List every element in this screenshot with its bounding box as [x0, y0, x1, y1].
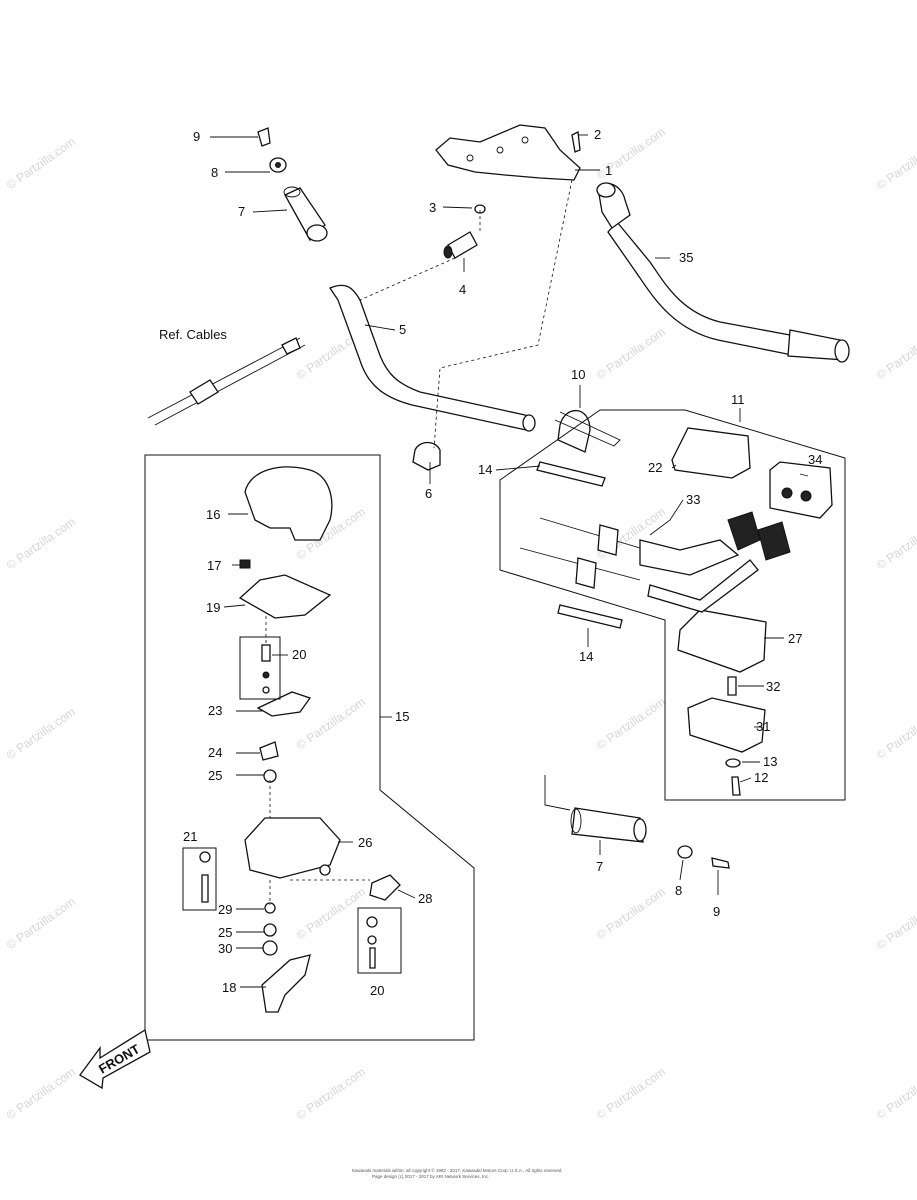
callout-35: 35: [679, 250, 693, 265]
callout-18: 18: [222, 980, 236, 995]
watermark: © Partzilla.com: [594, 695, 668, 753]
callout-31: 31: [756, 719, 770, 734]
footer-design: Page design (c) 2017 - 2017 by ARI Netwo…: [372, 1174, 489, 1179]
wire-harness-part: [519, 511, 791, 613]
small-hardware: [257, 127, 730, 869]
callout-25-bottom: 25: [218, 925, 232, 940]
handlebar-part: [329, 221, 793, 432]
callout-7-top: 7: [238, 204, 245, 219]
callout-25-top: 25: [208, 768, 222, 783]
callout-14-top: 14: [478, 462, 492, 477]
watermark: © Partzilla.com: [4, 705, 78, 763]
callout-17: 17: [207, 558, 221, 573]
callout-3: 3: [429, 200, 436, 215]
callout-20-top: 20: [292, 647, 306, 662]
watermark: © Partzilla.com: [594, 1065, 668, 1123]
watermark: © Partzilla.com: [294, 885, 368, 943]
callout-5: 5: [399, 322, 406, 337]
callout-13: 13: [763, 754, 777, 769]
callout-leader-lines: [210, 134, 809, 988]
callout-8-top: 8: [211, 165, 218, 180]
callout-29: 29: [218, 902, 232, 917]
watermark: © Partzilla.com: [874, 515, 917, 573]
footer: Kawasaki materials within: all copyright…: [352, 1167, 563, 1179]
callout-33: 33: [686, 492, 700, 507]
watermark: © Partzilla.com: [874, 1065, 917, 1123]
callout-12: 12: [754, 770, 768, 785]
callout-16: 16: [206, 507, 220, 522]
front-arrow: FRONT: [79, 1028, 151, 1090]
watermark: © Partzilla.com: [4, 135, 78, 193]
watermark: © Partzilla.com: [4, 515, 78, 573]
watermark: © Partzilla.com: [4, 895, 78, 953]
ref-cables-part: [147, 337, 306, 426]
callout-11: 11: [731, 392, 745, 407]
watermark: © Partzilla.com: [874, 895, 917, 953]
throttle-assembly-parts: [199, 466, 401, 1013]
callout-22: 22: [648, 460, 662, 475]
callout-10: 10: [571, 367, 585, 382]
callout-1: 1: [605, 163, 612, 178]
callout-34: 34: [808, 452, 822, 467]
callout-32: 32: [766, 679, 780, 694]
watermark: © Partzilla.com: [4, 1065, 78, 1123]
callout-24: 24: [208, 745, 222, 760]
callout-9-top: 9: [193, 129, 200, 144]
callout-21: 21: [183, 829, 197, 844]
callout-14-bottom: 14: [579, 649, 593, 664]
footer-copyright: Kawasaki materials within: all copyright…: [352, 1167, 563, 1173]
callout-20-bottom: 20: [370, 983, 384, 998]
watermark: © Partzilla.com: [594, 885, 668, 943]
callout-9-bottom: 9: [713, 904, 720, 919]
switch-housing-parts: [677, 461, 833, 796]
callout-7-bottom: 7: [596, 859, 603, 874]
watermark: © Partzilla.com: [874, 325, 917, 383]
leader-lines: [265, 179, 573, 905]
watermarks: © Partzilla.com © Partzilla.com © Partzi…: [4, 125, 917, 1123]
callout-30: 30: [218, 941, 232, 956]
callout-4: 4: [459, 282, 466, 297]
ref-cables-label: Ref. Cables: [159, 327, 227, 342]
callout-23: 23: [208, 703, 222, 718]
watermark: © Partzilla.com: [294, 1065, 368, 1123]
callout-26: 26: [358, 835, 372, 850]
watermark: © Partzilla.com: [874, 135, 917, 193]
callout-19: 19: [206, 600, 220, 615]
callout-28: 28: [418, 891, 432, 906]
adhesive-strip-part: [536, 461, 623, 629]
grip-part: [283, 182, 850, 843]
callout-27: 27: [788, 631, 802, 646]
callout-6: 6: [425, 486, 432, 501]
callout-2: 2: [594, 127, 601, 142]
watermark: © Partzilla.com: [594, 325, 668, 383]
callout-15: 15: [395, 709, 409, 724]
watermark: © Partzilla.com: [874, 705, 917, 763]
callout-8-bottom: 8: [675, 883, 682, 898]
bracket-plate-part: [435, 124, 581, 181]
clamp-part: [557, 409, 751, 479]
callout-labels: 1 2 3 4 5 6 7 7 8 8 9 9 10 11 12 13 14 1…: [159, 127, 822, 998]
